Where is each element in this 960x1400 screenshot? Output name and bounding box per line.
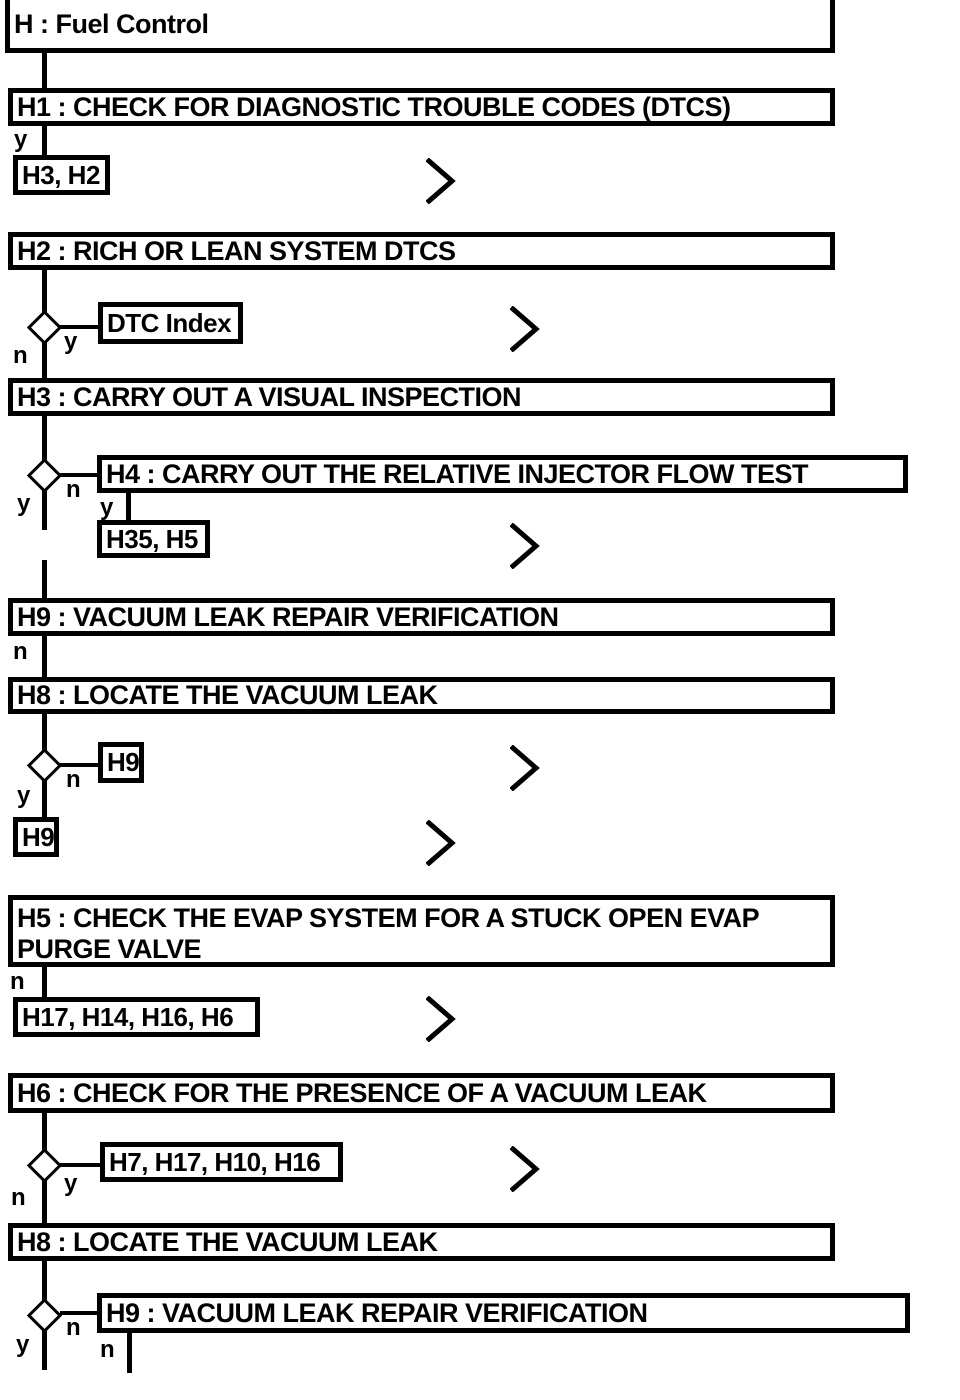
decision-diamond (26, 1297, 63, 1334)
node-h8-second[interactable]: H8 : LOCATE THE VACUUM LEAK (8, 1223, 835, 1261)
branch-label-no: n (11, 1184, 26, 1211)
node-h3[interactable]: H3 : CARRY OUT A VISUAL INSPECTION (8, 378, 835, 416)
node-h4[interactable]: H4 : CARRY OUT THE RELATIVE INJECTOR FLO… (97, 455, 908, 493)
connector-line (60, 473, 100, 477)
node-h8-first[interactable]: H8 : LOCATE THE VACUUM LEAK (8, 677, 835, 714)
chevron-right-icon[interactable] (426, 820, 456, 866)
decision-diamond (26, 747, 63, 784)
branch-label-yes: y (14, 126, 28, 153)
branch-label-yes: y (17, 782, 31, 809)
connector-line (60, 763, 100, 767)
node-h1[interactable]: H1 : CHECK FOR DIAGNOSTIC TROUBLE CODES … (8, 88, 835, 126)
branch-label-no: n (13, 638, 28, 665)
branch-label-no: n (66, 476, 81, 503)
connector-line (42, 636, 47, 677)
node-h-fuel-control[interactable]: H : Fuel Control (5, 0, 835, 53)
node-h2[interactable]: H2 : RICH OR LEAN SYSTEM DTCS (8, 232, 835, 270)
connector-line (42, 1113, 47, 1152)
chevron-right-icon[interactable] (510, 745, 540, 791)
chevron-right-icon[interactable] (510, 523, 540, 569)
connector-line (42, 967, 47, 997)
node-h6[interactable]: H6 : CHECK FOR THE PRESENCE OF A VACUUM … (8, 1073, 835, 1113)
connector-line (42, 1180, 47, 1223)
target-box-h9[interactable]: H9 (98, 742, 144, 783)
connector-line (127, 1333, 132, 1373)
connector-line (42, 489, 47, 530)
connector-line (60, 325, 100, 329)
chevron-right-icon[interactable] (510, 306, 540, 352)
connector-line (42, 560, 47, 598)
branch-label-yes: y (100, 494, 114, 521)
branch-label-no: n (10, 968, 25, 995)
branch-label-no: n (13, 342, 28, 369)
connector-line (42, 780, 47, 817)
chevron-right-icon[interactable] (510, 1146, 540, 1192)
target-box-dtc-index[interactable]: DTC Index (98, 302, 243, 344)
node-h5[interactable]: H5 : CHECK THE EVAP SYSTEM FOR A STUCK O… (8, 895, 835, 967)
target-box-h17-h14-h16-h6[interactable]: H17, H14, H16, H6 (13, 997, 260, 1037)
connector-line (42, 126, 47, 157)
target-box-h9[interactable]: H9 (13, 817, 59, 857)
branch-label-yes: y (16, 1331, 30, 1358)
connector-line (42, 1330, 47, 1370)
chevron-right-icon[interactable] (426, 158, 456, 204)
target-box-h35-h5[interactable]: H35, H5 (97, 520, 210, 558)
node-h9-first[interactable]: H9 : VACUUM LEAK REPAIR VERIFICATION (8, 598, 835, 636)
connector-line (42, 714, 47, 752)
connector-line (42, 416, 47, 462)
branch-label-yes: y (64, 328, 78, 355)
decision-diamond (26, 457, 63, 494)
branch-label-no: n (66, 1314, 81, 1341)
connector-line (42, 1261, 47, 1302)
decision-diamond (26, 309, 63, 346)
target-box-h3-h2[interactable]: H3, H2 (13, 155, 110, 195)
branch-label-yes: y (64, 1170, 78, 1197)
chevron-right-icon[interactable] (426, 996, 456, 1042)
node-h9-second[interactable]: H9 : VACUUM LEAK REPAIR VERIFICATION (97, 1293, 910, 1333)
connector-line (126, 493, 131, 520)
decision-diamond (26, 1147, 63, 1184)
branch-label-no: n (100, 1336, 115, 1363)
connector-line (42, 270, 47, 312)
connector-line (42, 342, 47, 378)
branch-label-no: n (66, 766, 81, 793)
connector-line (60, 1163, 102, 1167)
branch-label-yes: y (17, 490, 31, 517)
connector-line (60, 1311, 100, 1315)
target-box-h7-h17-h10-h16[interactable]: H7, H17, H10, H16 (100, 1142, 343, 1182)
connector-line (42, 53, 47, 88)
